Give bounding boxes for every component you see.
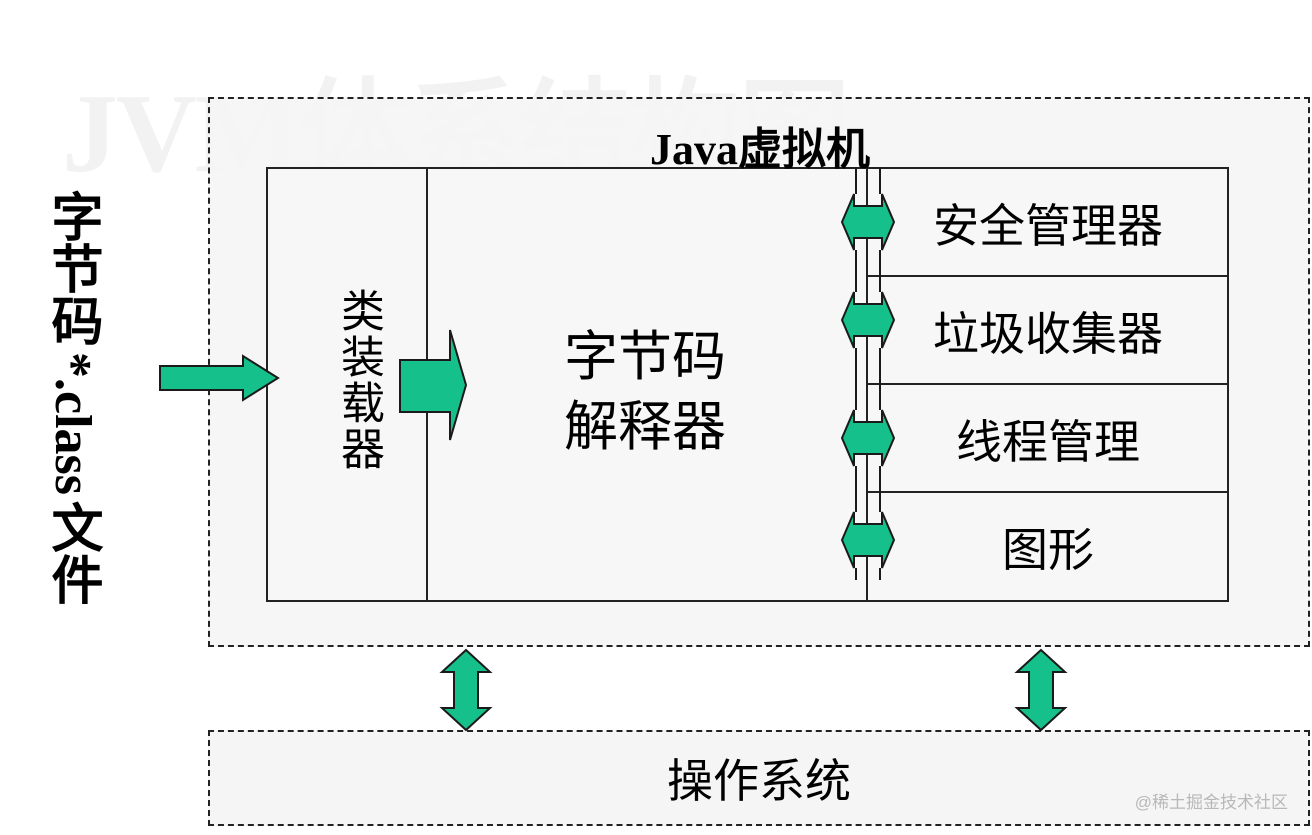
jvm-os-arrow-right (1014, 648, 1068, 732)
input-arrow (159, 354, 280, 402)
module-divider-3 (866, 491, 1229, 493)
bytecode-label-bottom: 文件 (42, 501, 102, 605)
security-manager-arrow (840, 193, 896, 251)
interpreter-line-2: 解释器 (564, 395, 726, 458)
jvm-os-arrow-left (439, 648, 493, 732)
thread-manager-arrow (840, 409, 896, 467)
module-divider-2 (866, 383, 1229, 385)
garbage-collector-arrow (840, 291, 896, 349)
bytecode-label-ext: *.class (44, 352, 101, 495)
module-graphics: 图形 (1002, 523, 1094, 577)
interpreter-label: 字节码 解释器 (520, 322, 770, 462)
module-garbage-collector: 垃圾收集器 (933, 307, 1163, 361)
bytecode-label-top: 字节码 (42, 190, 102, 346)
jvm-title: Java虚拟机 (650, 125, 870, 174)
module-security-manager: 安全管理器 (933, 199, 1163, 253)
os-container (208, 730, 1310, 826)
class-loader-label: 类装载器 (333, 288, 384, 472)
credit-watermark: @稀土掘金技术社区 (1134, 793, 1288, 812)
interpreter-line-1: 字节码 (564, 325, 726, 388)
loader-to-interpreter-arrow (399, 329, 468, 441)
bytecode-file-label: 字节码 *.class 文件 (22, 190, 122, 670)
os-label: 操作系统 (667, 754, 851, 808)
graphics-arrow (840, 511, 896, 569)
module-divider-1 (866, 275, 1229, 277)
module-thread-manager: 线程管理 (956, 415, 1140, 469)
